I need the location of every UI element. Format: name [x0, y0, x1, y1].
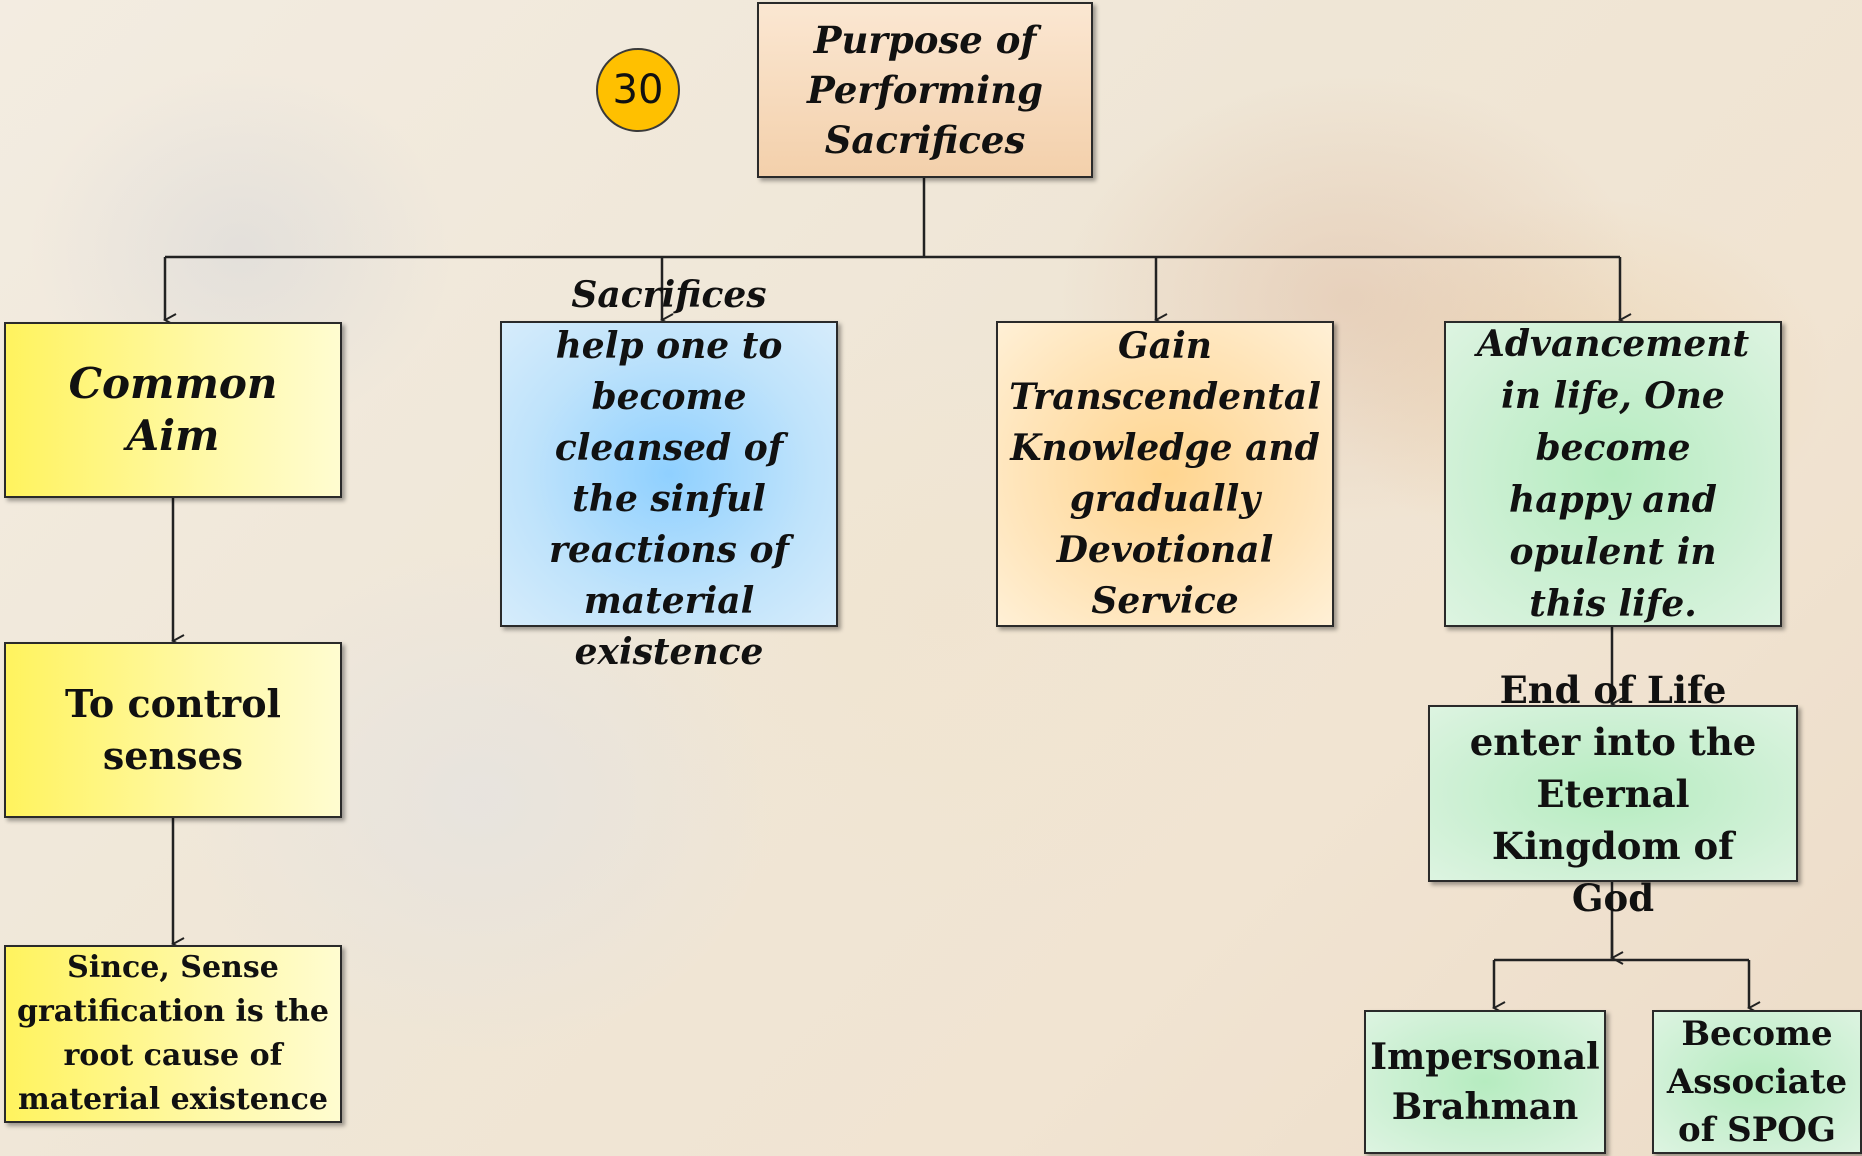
common-aim-label: Common Aim	[68, 359, 278, 460]
impersonal-brahman-label: Impersonal Brahman	[1370, 1036, 1600, 1128]
control-senses-node: To control senses	[4, 642, 342, 818]
root-node: Purpose of Performing Sacrifices	[757, 2, 1093, 178]
knowledge-label: Gain Transcendental Knowledge and gradua…	[1009, 325, 1321, 622]
cleansing-node: Sacrifices help one to become cleansed o…	[500, 274, 838, 673]
advancement-node: Advancement in life, One become happy an…	[1444, 321, 1782, 627]
root-node-label: Purpose of Performing Sacrifices	[807, 18, 1043, 162]
end-of-life-label: End of Life enter into the Eternal Kingd…	[1469, 667, 1757, 920]
knowledge-node: Gain Transcendental Knowledge and gradua…	[996, 321, 1334, 627]
end-of-life-node: End of Life enter into the Eternal Kingd…	[1428, 668, 1798, 920]
common-aim-node: Common Aim	[4, 322, 342, 498]
associate-spog-label: Become Associate of SPOG	[1666, 1014, 1848, 1150]
impersonal-brahman-node: Impersonal Brahman	[1364, 1010, 1606, 1154]
root-cause-node: Since, Sense gratification is the root c…	[4, 945, 342, 1123]
associate-spog-node: Become Associate of SPOG	[1652, 1010, 1862, 1154]
slide-number-badge: 30	[596, 48, 680, 132]
cleansing-label: Sacrifices help one to become cleansed o…	[549, 274, 789, 673]
control-senses-label: To control senses	[65, 681, 281, 778]
root-cause-label: Since, Sense gratification is the root c…	[17, 950, 329, 1117]
advancement-label: Advancement in life, One become happy an…	[1476, 323, 1750, 625]
